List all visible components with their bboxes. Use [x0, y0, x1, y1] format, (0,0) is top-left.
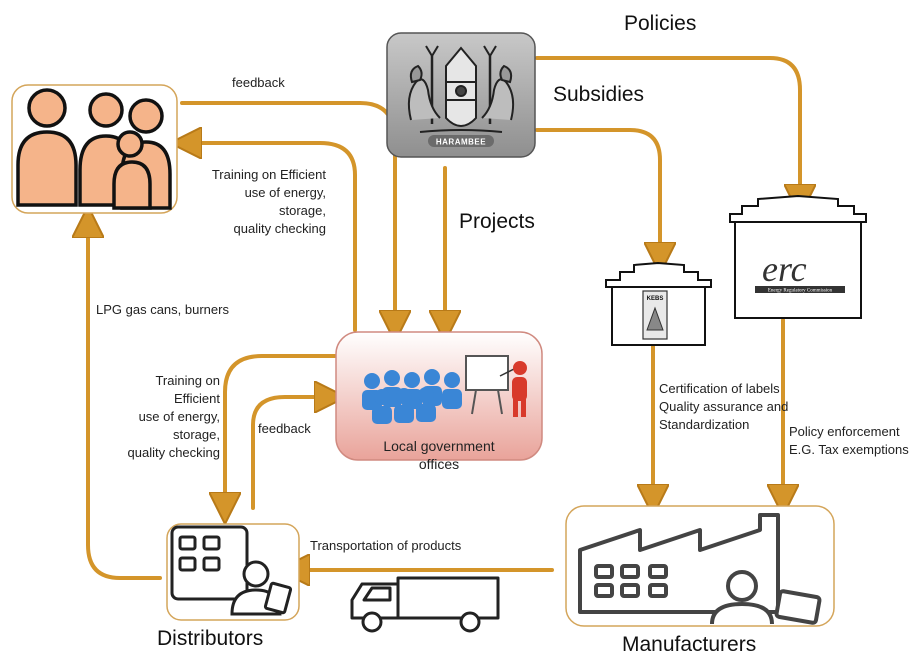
- manufacturers-label: Manufacturers: [622, 633, 757, 656]
- arrows: [88, 56, 800, 580]
- subsidies-label: Subsidies: [553, 83, 645, 106]
- person-head-1: [27, 88, 67, 128]
- distributors-node: [166, 523, 300, 621]
- seal-motto: HARAMBEE: [436, 138, 486, 147]
- arrow-subsidies: [535, 128, 660, 258]
- lpg-label: LPG gas cans, burners: [96, 302, 229, 317]
- person-head-2: [88, 92, 124, 128]
- person-head-3: [128, 98, 164, 134]
- arrow-policies: [535, 56, 800, 200]
- factory-icon: [578, 513, 780, 614]
- manufacturers-node: [565, 505, 835, 627]
- arrow-training-mid: [225, 354, 337, 508]
- coat-of-arms-icon: [407, 45, 515, 133]
- kebs-logo-text: KEBS: [647, 296, 664, 302]
- arrow-training-top: [186, 143, 357, 332]
- arrow-lpg: [88, 222, 162, 580]
- people-node: [11, 84, 178, 214]
- audience-icon: [362, 369, 462, 424]
- policy-enforcement-label: Policy enforcement E.G. Tax exemptions: [789, 424, 909, 457]
- policies-label: Policies: [624, 12, 697, 35]
- transportation-label: Transportation of products: [310, 538, 462, 553]
- person-body-1: [16, 130, 78, 207]
- truck-icon: [350, 576, 500, 633]
- local-government-label: Local government offices: [383, 438, 495, 472]
- person-body-4: [112, 160, 152, 210]
- training-mid-label: Training on Efficient use of energy, sto…: [127, 373, 221, 460]
- erc-logo-text: erc: [762, 249, 807, 289]
- certification-label: Certification of labels Quality assuranc…: [659, 381, 789, 432]
- feedback-mid-label: feedback: [258, 421, 311, 436]
- distributors-label: Distributors: [157, 627, 264, 650]
- building-icon: [170, 525, 249, 601]
- training-top-label: Training on Efficient use of energy, sto…: [211, 167, 326, 236]
- kebs-node: KEBS: [605, 261, 712, 346]
- arrow-feedback-mid: [251, 397, 330, 510]
- person-clipboard-icon: [230, 560, 293, 616]
- local-government-node: [335, 331, 543, 461]
- feedback-top-label: feedback: [232, 75, 285, 90]
- worker-clipboard-icon: [710, 570, 822, 625]
- projects-label: Projects: [459, 210, 535, 233]
- erc-node: erc Energy Regulatory Commission: [729, 194, 867, 319]
- government-node: HARAMBEE: [386, 32, 536, 158]
- erc-logo-subtitle: Energy Regulatory Commission: [768, 289, 833, 294]
- presenter-icon: [512, 361, 527, 417]
- person-head-4: [116, 130, 144, 158]
